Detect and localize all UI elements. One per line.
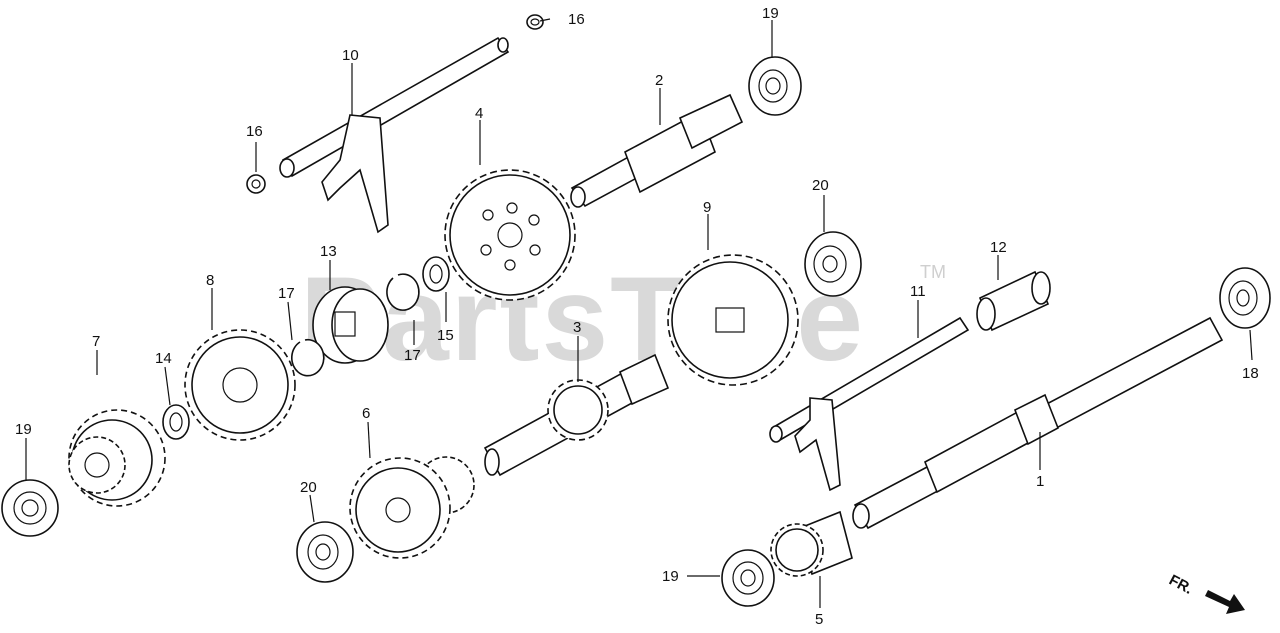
callout-20-right: 20 — [812, 177, 829, 194]
part-16-clip-top — [526, 14, 544, 30]
callout-16-top: 16 — [568, 11, 585, 28]
part-19-bearing-bottom — [721, 549, 775, 607]
callout-8: 8 — [206, 272, 214, 289]
callout-19-left: 19 — [15, 421, 32, 438]
part-16-clip-left — [246, 174, 266, 194]
callout-17-left: 17 — [278, 285, 295, 302]
callout-11: 11 — [910, 283, 926, 300]
callout-3: 3 — [573, 319, 581, 336]
callout-16-left: 16 — [246, 123, 263, 140]
callout-12: 12 — [990, 239, 1007, 256]
part-4-large-gear — [444, 169, 576, 301]
front-direction-indicator: FR. — [1166, 572, 1245, 614]
part-9-large-gear — [667, 254, 799, 386]
part-2-countershaft — [570, 93, 744, 208]
front-arrow-icon — [1205, 590, 1245, 614]
callout-14: 14 — [155, 350, 172, 367]
part-13-dog-clutch — [312, 286, 389, 364]
part-6-double-gear — [349, 456, 475, 559]
part-14-washer — [162, 404, 190, 440]
callout-2: 2 — [655, 72, 663, 89]
part-17-circlip-left — [291, 338, 325, 377]
part-15-washer — [422, 256, 450, 292]
part-5-gear — [770, 510, 853, 577]
callout-18: 18 — [1242, 365, 1259, 382]
part-8-gear — [184, 329, 296, 441]
part-12-collar — [976, 270, 1051, 332]
part-3-shaft — [483, 353, 670, 477]
callout-17-right: 17 — [404, 347, 421, 364]
callout-13: 13 — [320, 243, 337, 260]
part-20-bearing-left — [296, 521, 354, 583]
callout-9: 9 — [703, 199, 711, 216]
callout-19-top: 19 — [762, 5, 779, 22]
part-1-mainshaft — [852, 316, 1224, 530]
callout-4: 4 — [475, 105, 483, 122]
callout-19-bottom: 19 — [662, 568, 679, 585]
leader-lines — [25, 18, 1253, 608]
part-10-shift-fork-shaft — [279, 36, 510, 234]
part-20-bearing-right — [804, 231, 862, 297]
callout-15: 15 — [437, 327, 454, 344]
callout-20-left: 20 — [300, 479, 317, 496]
callout-7: 7 — [92, 333, 100, 350]
callout-6: 6 — [362, 405, 370, 422]
part-17-circlip-right — [386, 273, 420, 311]
watermark-trademark: TM — [920, 262, 946, 282]
callout-10: 10 — [342, 47, 359, 64]
part-18-bearing — [1219, 267, 1271, 329]
callout-numbers: 10 16 16 19 2 4 20 9 12 11 18 13 8 17 17… — [15, 5, 1259, 628]
callout-5: 5 — [815, 611, 823, 628]
part-11-shift-fork-shaft — [769, 316, 970, 492]
part-19-bearing-left — [1, 479, 59, 537]
front-direction-label: FR. — [1166, 572, 1195, 598]
part-19-bearing-top — [748, 56, 802, 116]
part-7-double-gear — [68, 409, 166, 507]
callout-1: 1 — [1036, 473, 1044, 490]
